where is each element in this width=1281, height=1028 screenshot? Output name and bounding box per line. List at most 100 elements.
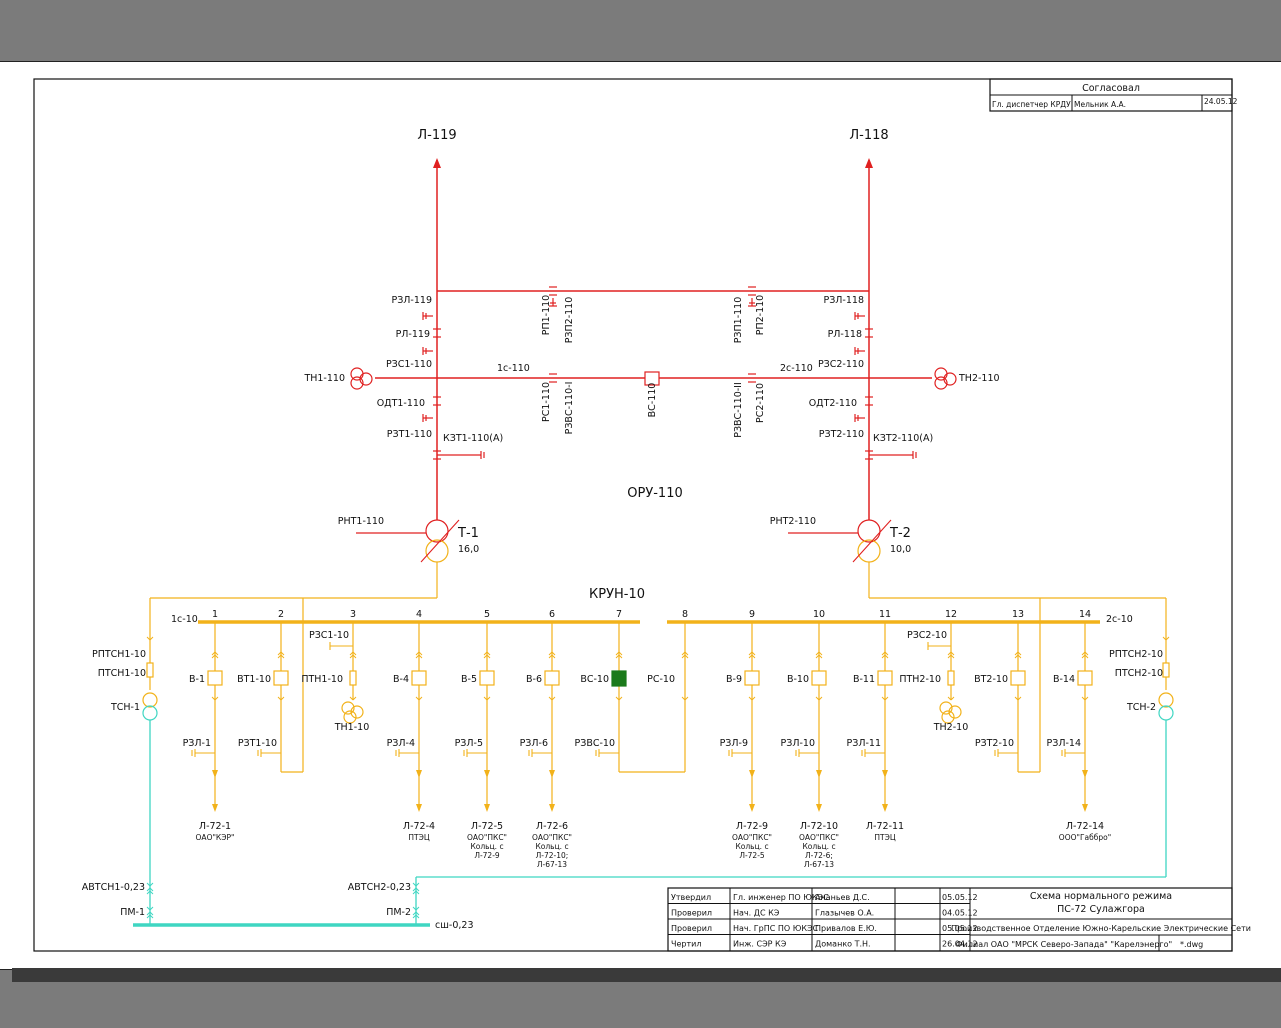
- line-118-label: Л-118: [849, 128, 888, 143]
- plug-contact: [483, 654, 488, 659]
- cell-number-10: 10: [813, 609, 825, 620]
- plug-contact: [280, 651, 285, 656]
- plug-contact: [412, 906, 417, 911]
- tsn-fuse: [1162, 662, 1170, 678]
- transformer-mv-winding: [857, 539, 881, 563]
- cell-breaker-label: В-5: [461, 674, 477, 685]
- cell-number-11: 11: [879, 609, 891, 620]
- approval-person: Мельник А.А.: [1074, 100, 1126, 109]
- vt-10-label: ТН1-10: [334, 722, 370, 733]
- plug-contact: [548, 696, 553, 701]
- cell-number-13: 13: [1012, 609, 1024, 620]
- tsn-hv-winding: [1158, 692, 1174, 708]
- signature-date: 05.05.12: [942, 893, 978, 902]
- plug-contact: [146, 887, 151, 892]
- cell-breaker-label: В-14: [1053, 674, 1075, 685]
- cell-number-12: 12: [945, 609, 957, 620]
- plug-contact: [412, 882, 417, 887]
- plug-contact: [751, 654, 756, 659]
- plug-contact: [618, 654, 623, 659]
- vt-10-coil: [939, 701, 953, 715]
- plug-contact: [818, 654, 823, 659]
- feeder-owner: ОАО"ПКС": [467, 833, 507, 842]
- plug-contact: [1162, 636, 1167, 641]
- plug-contact: [415, 911, 420, 916]
- cell-earth-label: РЗЛ-11: [847, 738, 881, 749]
- bus-2-label: 2с-10: [1106, 614, 1133, 625]
- tsn-lv-winding: [142, 705, 158, 721]
- section-1-label: 1с-110: [497, 363, 530, 374]
- oru-title: ОРУ-110: [627, 486, 683, 501]
- rzt2-110-label: РЗТ2-110: [819, 429, 864, 440]
- rnt1-110-label: РНТ1-110: [338, 516, 384, 527]
- plug-contact: [415, 882, 420, 887]
- sect-left-label: РЗВС-110-I: [564, 382, 575, 435]
- plug-contact: [681, 696, 686, 701]
- drawing-frame: [33, 78, 1233, 952]
- plug-contact: [486, 654, 491, 659]
- vt-10-label: ТН2-10: [933, 722, 969, 733]
- feeder-owner: Л-72-5: [739, 851, 765, 860]
- kzt2-label: КЗТ2-110(А): [873, 433, 933, 444]
- vt-10-coil: [350, 705, 364, 719]
- diagram-title: Схема нормального режима: [1030, 891, 1172, 902]
- cell-breaker-label: ПТН1-10: [301, 674, 343, 685]
- vt-fuse: [947, 670, 955, 686]
- plug-contact: [149, 906, 154, 911]
- signature-role: Нач. ДС КЭ: [733, 909, 780, 918]
- vt-10-coil: [343, 710, 357, 724]
- plug-contact: [415, 906, 420, 911]
- plug-contact: [751, 651, 756, 656]
- feeder-name: Л-72-11: [866, 821, 904, 832]
- vt-110-coil: [359, 372, 373, 386]
- line-119-label: Л-119: [417, 128, 456, 143]
- plug-contact: [412, 911, 417, 916]
- plug-contact: [1084, 654, 1089, 659]
- vt-110-coil: [350, 376, 364, 390]
- plug-contact: [748, 654, 753, 659]
- plug-contact: [277, 654, 282, 659]
- plug-contact: [548, 651, 553, 656]
- rzs2-110-label: РЗС2-110: [818, 359, 864, 370]
- signature-action: Чертил: [671, 940, 701, 949]
- feeder-arrow: [549, 804, 555, 812]
- transformer-regulator: [420, 519, 460, 563]
- plug-contact: [684, 654, 689, 659]
- sheet-shadow: [12, 968, 1281, 982]
- plug-contact: [1081, 696, 1086, 701]
- rl-119-label: РЛ-119: [396, 329, 430, 340]
- signature-person: Ананьев Д.С.: [815, 893, 870, 902]
- signature-role: Гл. инженер ПО ЮКЭС: [733, 893, 829, 902]
- signature-person: Доманко Т.Н.: [815, 940, 871, 949]
- plug-contact: [815, 654, 820, 659]
- odt2-110-label: ОДТ2-110: [809, 398, 857, 409]
- plug-contact: [748, 696, 753, 701]
- plug-contact: [884, 696, 889, 701]
- feeder-owner: ОАО"ПКС": [799, 833, 839, 842]
- plug-contact: [349, 654, 354, 659]
- plug-contact: [415, 651, 420, 656]
- plug-contact: [149, 890, 154, 895]
- signature-action: Утвердил: [671, 893, 711, 902]
- plug-contact: [751, 696, 756, 701]
- plug-contact: [352, 696, 357, 701]
- plug-contact: [1014, 696, 1019, 701]
- plug-contact: [415, 654, 420, 659]
- transformer-name: Т-1: [457, 526, 479, 541]
- plug-contact: [1017, 651, 1022, 656]
- plug-contact: [551, 651, 556, 656]
- feeder-owner: Кольц. с: [535, 842, 568, 851]
- ptsn-label: ПТСН1-10: [98, 668, 146, 679]
- plug-contact: [280, 654, 285, 659]
- transformer-rating: 16,0: [458, 544, 479, 555]
- cell-breaker-label: В-11: [853, 674, 875, 685]
- cell-number-3: 3: [350, 609, 356, 620]
- plug-contact: [214, 654, 219, 659]
- plug-contact: [146, 882, 151, 887]
- plug-contact: [1081, 654, 1086, 659]
- plug-contact: [412, 887, 417, 892]
- plug-contact: [684, 696, 689, 701]
- plug-contact: [1017, 696, 1022, 701]
- signature-date: 26.04.12: [942, 940, 978, 949]
- signature-role: Инж. СЭР КЭ: [733, 940, 787, 949]
